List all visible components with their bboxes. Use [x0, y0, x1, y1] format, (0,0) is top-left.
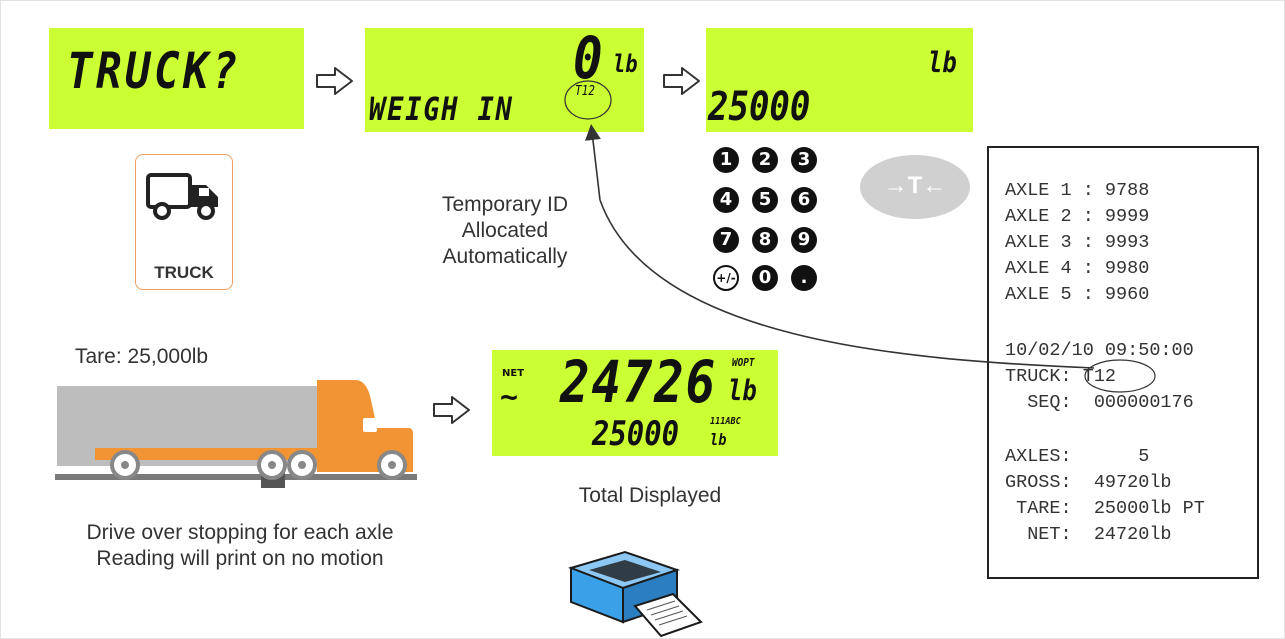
temp-id-highlight-circle — [564, 80, 612, 120]
ticket-line-axle-2: AXLE 2 : 9999 — [1005, 206, 1150, 227]
tare-button-label: →T← — [883, 172, 947, 199]
key-2[interactable]: 2 — [752, 147, 778, 173]
lcd-display-tare-entry: lb 25000 — [706, 28, 973, 132]
ticket-line-axle-1: AXLE 1 : 9788 — [1005, 180, 1150, 201]
temp-id-caption-line-3: Automatically — [442, 245, 568, 268]
key-5[interactable]: 5 — [752, 187, 778, 213]
key-6[interactable]: 6 — [791, 187, 817, 213]
ticket-line-truck: TRUCK: T12 — [1005, 366, 1117, 387]
tare-caption: Tare: 25,000lb — [75, 345, 209, 368]
printer-icon — [567, 550, 703, 638]
truck-icon — [146, 173, 218, 220]
key-3[interactable]: 3 — [791, 147, 817, 173]
motion-indicator: ~ — [500, 380, 519, 415]
ticket-line-datetime: 10/02/10 09:50:00 — [1005, 340, 1194, 361]
annunciator-bottom: 111ABC — [710, 416, 741, 427]
key-4[interactable]: 4 — [713, 187, 739, 213]
ticket-line-tare: TARE: 25000lb PT — [1005, 498, 1205, 519]
lcd-display-net-total: NET ~ 24726 lb WOPT 25000 lb 111ABC — [492, 350, 778, 456]
tare-entry-unit: lb — [928, 46, 957, 79]
ticket-line-axles: AXLES: 5 — [1005, 446, 1150, 467]
truck-prompt-text: TRUCK? — [67, 42, 241, 100]
flow-arrow-3 — [433, 396, 470, 424]
printed-ticket: AXLE 1 : 9788 AXLE 2 : 9999 AXLE 3 : 999… — [987, 146, 1259, 579]
net-reading: 24726 — [560, 350, 717, 416]
temp-id-caption-line-2: Allocated — [461, 219, 549, 242]
key-8[interactable]: 8 — [752, 227, 778, 253]
flow-arrow-2 — [663, 67, 700, 95]
key-9[interactable]: 9 — [791, 227, 817, 253]
key-plus-minus[interactable]: +/- — [713, 265, 739, 291]
weigh-in-unit: lb — [613, 50, 638, 78]
key-7[interactable]: 7 — [713, 227, 739, 253]
net-unit: lb — [728, 374, 757, 407]
total-displayed-caption: Total Displayed — [578, 484, 722, 507]
key-0[interactable]: 0 — [752, 265, 778, 291]
drive-instructions-caption: Drive over stopping for each axle Readin… — [20, 520, 460, 572]
lcd-display-weigh-in: 0 lb WEIGH IN T12 — [365, 28, 644, 132]
lcd-display-truck-prompt: TRUCK? — [49, 28, 304, 129]
temp-id-caption-line-1: Temporary ID — [441, 193, 569, 216]
tare-reading-unit: lb — [710, 430, 727, 449]
truck-key-label: TRUCK — [154, 263, 214, 282]
ticket-id-highlight-circle — [1084, 359, 1156, 393]
flow-arrow-1 — [316, 67, 353, 95]
key-decimal[interactable]: . — [791, 265, 817, 291]
tare-reading: 25000 — [592, 414, 680, 454]
ticket-line-axle-5: AXLE 5 : 9960 — [1005, 284, 1150, 305]
ticket-line-seq: SEQ: 000000176 — [1005, 392, 1194, 413]
tare-entry-value: 25000 — [708, 84, 811, 130]
tare-button[interactable]: →T← — [860, 155, 970, 219]
annunciator-top: WOPT — [732, 356, 755, 369]
drive-instructions-line-2: Reading will print on no motion — [96, 547, 384, 570]
ticket-line-axle-4: AXLE 4 : 9980 — [1005, 258, 1150, 279]
ticket-line-axle-3: AXLE 3 : 9993 — [1005, 232, 1150, 253]
key-1[interactable]: 1 — [713, 147, 739, 173]
numeric-keypad: 1 2 3 4 5 6 7 8 9 +/- 0 . — [712, 146, 822, 296]
temp-id-caption: Temporary ID Allocated Automatically — [400, 192, 610, 270]
ticket-line-gross: GROSS: 49720lb — [1005, 472, 1172, 493]
drive-instructions-line-1: Drive over stopping for each axle — [86, 521, 394, 544]
temp-id-text: T12 — [575, 84, 595, 99]
weigh-in-mode: WEIGH IN — [369, 90, 514, 128]
net-label: NET — [502, 368, 525, 379]
truck-on-scale-illustration — [55, 380, 417, 488]
truck-key-button[interactable]: TRUCK — [135, 154, 233, 290]
ticket-line-net: NET: 24720lb — [1005, 524, 1172, 545]
